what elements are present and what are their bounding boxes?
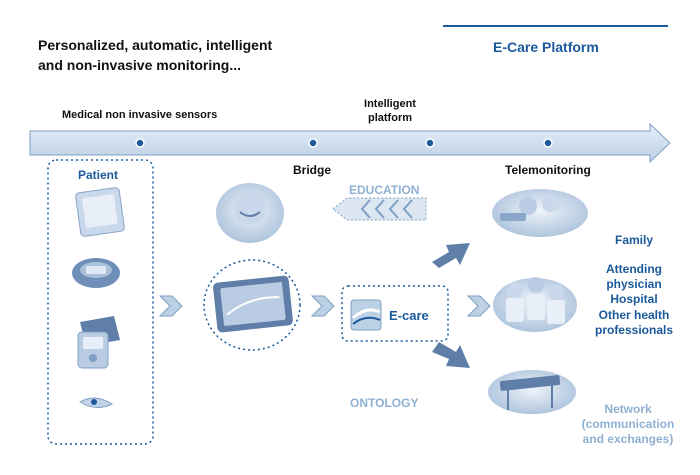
flow-chevron-1 <box>158 295 183 317</box>
output-hospital: Hospital <box>610 292 658 306</box>
tablet-circle <box>203 259 301 351</box>
arrow-down-to-network <box>432 342 470 368</box>
output-network-line1: Network <box>604 402 652 416</box>
patient-label: Patient <box>78 168 119 182</box>
output-other-line1: Other health <box>598 308 670 322</box>
headline-line1: Personalized, automatic, intelligent <box>38 37 273 53</box>
timeline-arrow <box>29 122 671 164</box>
output-attending-line1: Attending <box>606 262 662 276</box>
flow-chevron-3 <box>466 295 491 317</box>
output-network-line2: (communication <box>581 417 675 431</box>
education-label: EDUCATION <box>349 183 420 197</box>
timeline-node-bridge <box>308 138 318 148</box>
bridge-label: Bridge <box>293 163 332 177</box>
network-road-sign-photo-icon <box>488 370 576 414</box>
wrist-monitor-icon <box>72 258 120 288</box>
headline-line2: and non-invasive monitoring... <box>38 57 242 73</box>
ontology-label: ONTOLOGY <box>350 396 419 410</box>
thermometer-icon <box>79 397 114 408</box>
scale-device-icon <box>75 187 125 237</box>
family-photo-icon <box>492 189 588 237</box>
output-other-line2: professionals <box>594 323 674 337</box>
education-arrow <box>332 197 427 221</box>
sensors-label: Medical non invasive sensors <box>62 109 218 121</box>
ecare-logo-icon <box>350 299 382 331</box>
ecare-label: E-care <box>389 308 429 323</box>
output-network-line3: and exchanges) <box>582 432 674 446</box>
intelligent-platform-line2: platform <box>368 112 412 124</box>
ecare-box <box>341 285 449 342</box>
intelligent-platform-line1: Intelligent <box>364 98 416 110</box>
flow-chevron-2 <box>310 295 335 317</box>
timeline-node-platform <box>425 138 435 148</box>
telemonitoring-label: Telemonitoring <box>505 163 591 177</box>
timeline-node-telemonitoring <box>543 138 553 148</box>
timeline-node-sensors <box>135 138 145 148</box>
platform-title: E-Care Platform <box>493 39 599 55</box>
tablet-device-icon <box>213 275 293 333</box>
smiling-person-photo-icon <box>216 183 284 243</box>
output-attending-line2: physician <box>606 277 662 291</box>
patient-box <box>47 159 154 445</box>
arrow-up-to-family <box>432 243 470 268</box>
doctors-photo-icon <box>493 277 577 332</box>
blood-pressure-monitor-icon <box>77 316 120 369</box>
output-family: Family <box>614 233 653 247</box>
